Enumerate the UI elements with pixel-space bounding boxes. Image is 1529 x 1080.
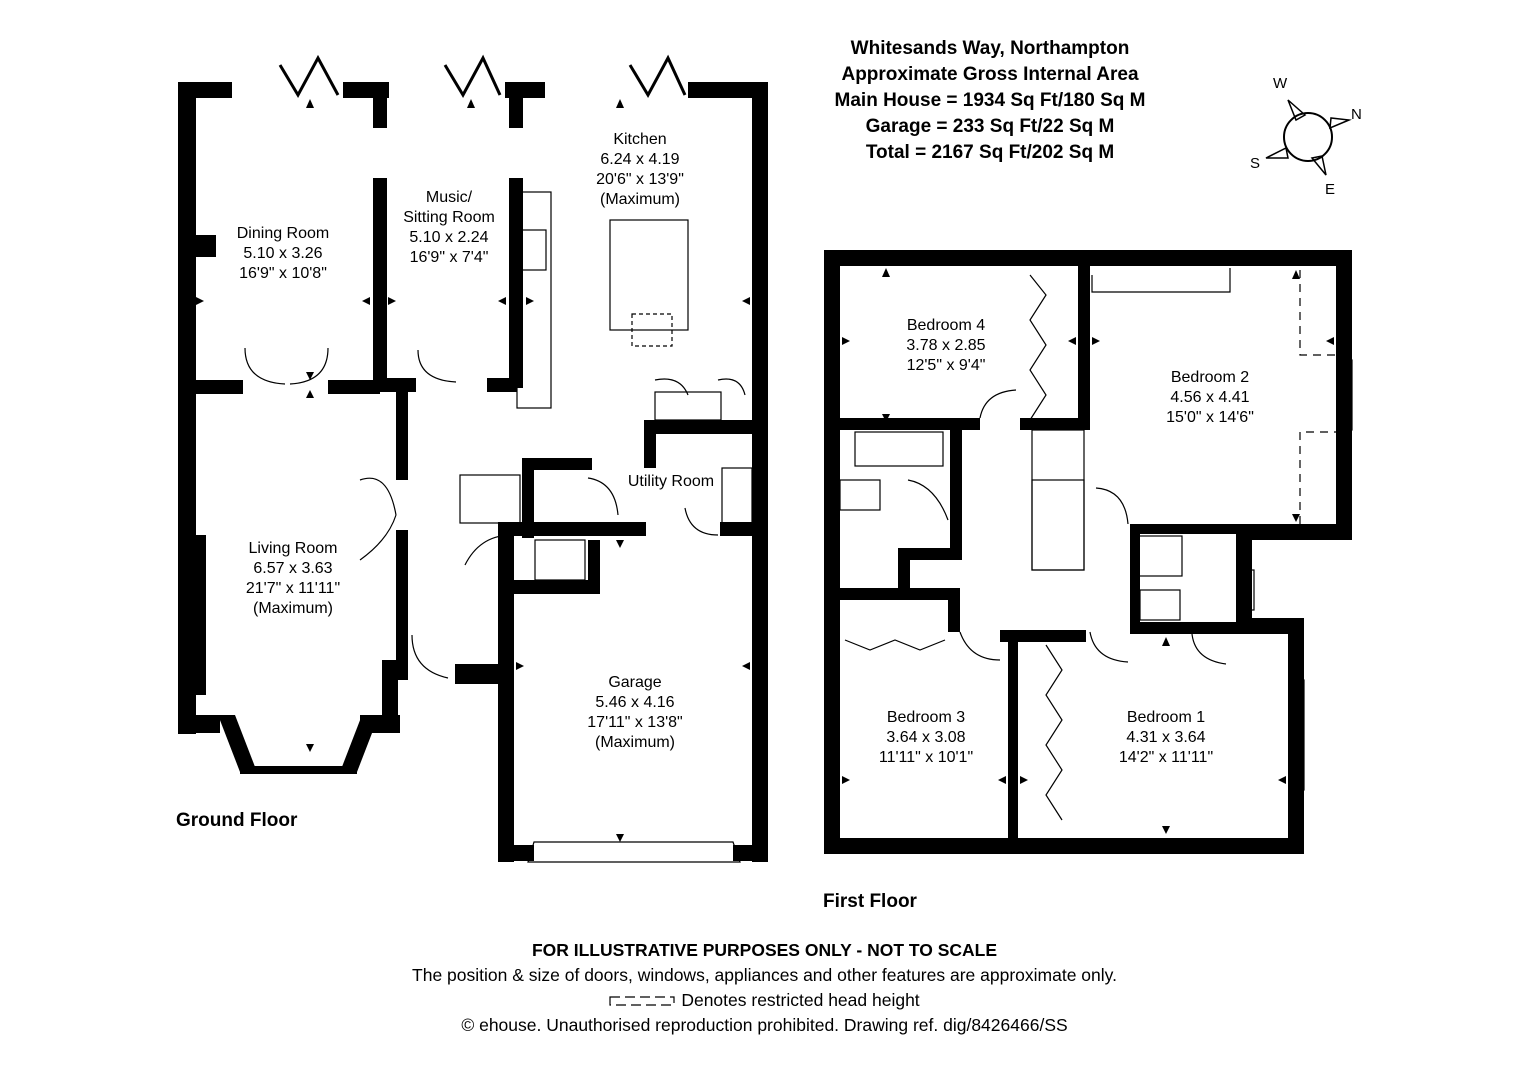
room-imperial: 15'0" x 14'6" (1166, 409, 1254, 426)
bedroom1-label: Bedroom 1 4.31 x 3.64 14'2" x 11'11" (1096, 708, 1236, 768)
first-fixtures (825, 268, 1353, 821)
room-metric: 6.57 x 3.63 (253, 560, 333, 577)
dining-room-label: Dining Room 5.10 x 3.26 16'9" x 10'8" (218, 224, 348, 284)
room-imperial: 16'9" x 7'4" (409, 249, 489, 266)
room-name-2: Sitting Room (403, 209, 495, 226)
room-name: Bedroom 3 (886, 709, 966, 726)
living-room-label: Living Room 6.57 x 3.63 21'7" x 11'11" (… (228, 539, 358, 619)
room-name: Dining Room (236, 225, 330, 242)
room-imperial: 21'7" x 11'11" (245, 580, 341, 597)
room-metric: 4.31 x 3.64 (1126, 729, 1206, 746)
room-metric: 5.46 x 4.16 (595, 694, 675, 711)
garage-area: Garage = 233 Sq Ft/22 Sq M (865, 116, 1115, 137)
legend-row: Denotes restricted head height (0, 988, 1529, 1013)
first-arrows (842, 268, 1334, 834)
restricted-head-height-legend-icon (609, 996, 675, 1006)
room-metric: 4.56 x 4.41 (1170, 389, 1250, 406)
room-name: Bedroom 4 (906, 317, 986, 334)
room-imperial: 20'6" x 13'9" (596, 171, 684, 188)
room-imperial: 16'9" x 10'8" (239, 265, 327, 282)
main-house-area: Main House = 1934 Sq Ft/180 Sq M (834, 90, 1146, 111)
first-floor-plan (824, 250, 1353, 854)
room-imperial: 11'11" x 10'1" (878, 749, 974, 766)
ground-arrows (196, 99, 750, 842)
room-imperial: 12'5" x 9'4" (906, 357, 986, 374)
room-name: Kitchen (613, 131, 667, 148)
area-header: Whitesands Way, Northampton Approximate … (790, 36, 1190, 166)
room-note: (Maximum) (253, 600, 333, 617)
room-imperial: 17'11" x 13'8" (587, 714, 683, 731)
room-metric: 5.10 x 2.24 (409, 229, 489, 246)
room-name: Utility Room (627, 473, 715, 490)
compass-east: E (1325, 181, 1336, 198)
ground-fixtures (244, 191, 753, 863)
compass-west: W (1273, 75, 1288, 92)
compass-rose (1265, 99, 1352, 176)
room-name: Bedroom 2 (1170, 369, 1250, 386)
room-name: Living Room (248, 540, 338, 557)
address-title: Whitesands Way, Northampton (850, 38, 1130, 59)
disclaimer: FOR ILLUSTRATIVE PURPOSES ONLY - NOT TO … (531, 940, 998, 960)
room-metric: 5.10 x 3.26 (243, 245, 323, 262)
bifold-doors (278, 54, 687, 99)
compass-north: N (1351, 106, 1362, 123)
ground-floor-label: Ground Floor (176, 810, 298, 831)
utility-room-label: Utility Room (612, 472, 730, 492)
footer-notes: FOR ILLUSTRATIVE PURPOSES ONLY - NOT TO … (0, 938, 1529, 1038)
total-area: Total = 2167 Sq Ft/202 Sq M (865, 142, 1115, 163)
first-floor-label: First Floor (823, 891, 917, 912)
legend-text: Denotes restricted head height (681, 990, 920, 1010)
room-metric: 6.24 x 4.19 (600, 151, 680, 168)
restricted-head-height (1299, 270, 1336, 524)
bedroom3-label: Bedroom 3 3.64 x 3.08 11'11" x 10'1" (856, 708, 996, 768)
ground-floor-plan (178, 54, 768, 863)
room-name: Garage (608, 674, 662, 691)
music-room-label: Music/ Sitting Room 5.10 x 2.24 16'9" x … (385, 188, 513, 268)
room-note: (Maximum) (600, 191, 680, 208)
first-floor-walls (824, 250, 1352, 854)
room-metric: 3.78 x 2.85 (906, 337, 986, 354)
room-name: Bedroom 1 (1126, 709, 1206, 726)
room-imperial: 14'2" x 11'11" (1118, 749, 1214, 766)
area-title: Approximate Gross Internal Area (841, 64, 1139, 85)
room-note: (Maximum) (595, 734, 675, 751)
bedroom2-label: Bedroom 2 4.56 x 4.41 15'0" x 14'6" (1140, 368, 1280, 428)
room-name: Music/ (425, 189, 473, 206)
compass-south: S (1250, 155, 1261, 172)
garage-label: Garage 5.46 x 4.16 17'11" x 13'8" (Maxim… (565, 673, 705, 753)
ground-floor-walls (178, 82, 768, 862)
room-metric: 3.64 x 3.08 (886, 729, 966, 746)
position-note: The position & size of doors, windows, a… (412, 965, 1117, 985)
kitchen-label: Kitchen 6.24 x 4.19 20'6" x 13'9" (Maxim… (570, 130, 710, 210)
bedroom4-label: Bedroom 4 3.78 x 2.85 12'5" x 9'4" (876, 316, 1016, 376)
copyright: © ehouse. Unauthorised reproduction proh… (461, 1015, 1068, 1035)
